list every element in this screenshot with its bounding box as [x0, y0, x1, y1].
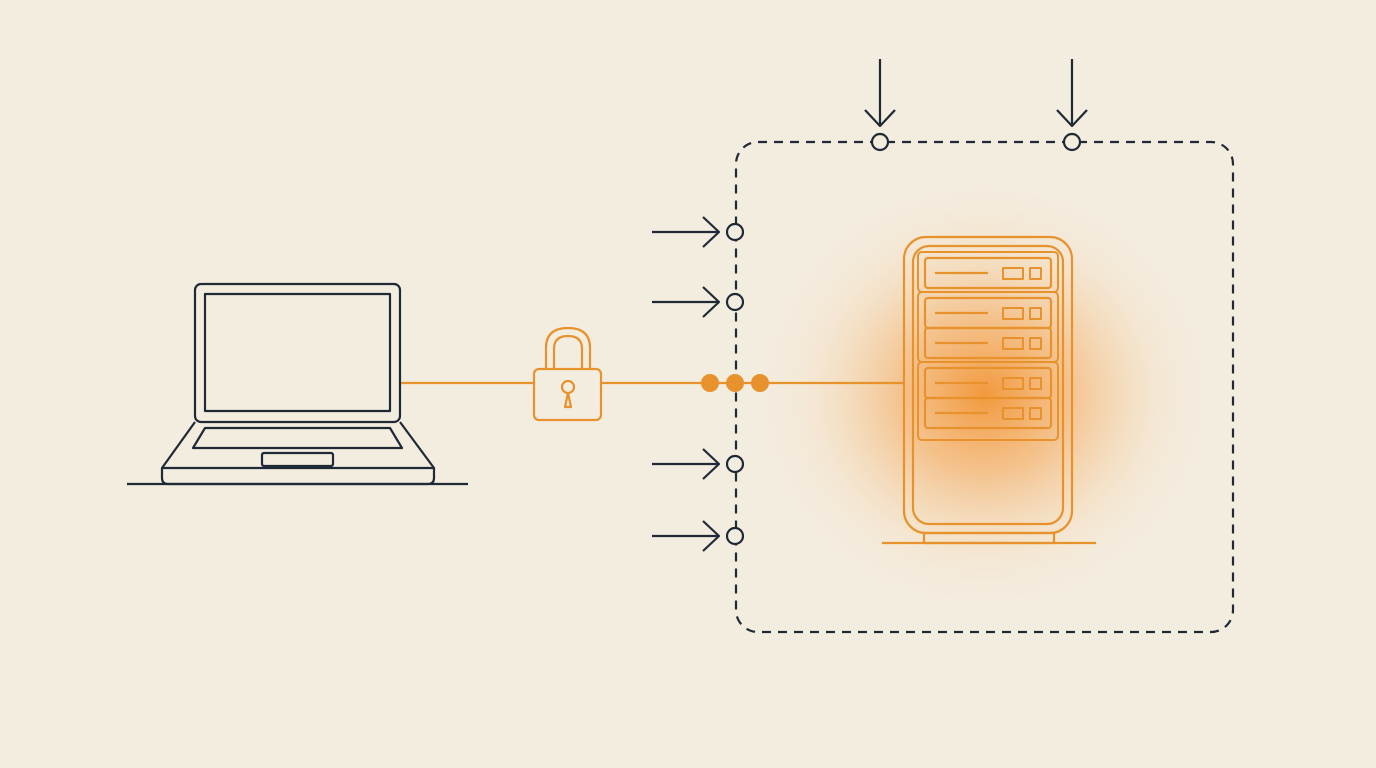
connection-dot: [726, 374, 744, 392]
server-unit-frame: [923, 256, 1053, 290]
port-circle: [870, 132, 890, 152]
server-unit-led: [1029, 407, 1042, 420]
arrow-head-icon: [1056, 109, 1088, 128]
server-unit-frame: [923, 396, 1053, 430]
port-circle: [725, 292, 745, 312]
server-rack-icon: [882, 235, 1096, 545]
connection-dot: [751, 374, 769, 392]
server-unit: [923, 326, 1053, 360]
inbound-port: [864, 59, 896, 152]
server-glow: [745, 170, 1225, 620]
inbound-port: [652, 520, 745, 552]
inbound-port: [652, 286, 745, 318]
inbound-port: [652, 216, 745, 248]
padlock-icon: [532, 326, 603, 422]
server-unit: [923, 396, 1053, 430]
rack-section: [917, 361, 1059, 441]
inbound-ports-left: [652, 216, 745, 552]
port-circle: [725, 222, 745, 242]
inbound-port: [1056, 59, 1088, 152]
port-circle: [725, 454, 745, 474]
server-unit-led: [1029, 377, 1042, 390]
inbound-ports-top: [864, 59, 1088, 152]
server-unit-led: [1002, 337, 1024, 350]
inbound-port: [652, 448, 745, 480]
server-unit-led: [1002, 307, 1024, 320]
server-unit-led: [1002, 407, 1024, 420]
laptop-icon: [127, 282, 468, 486]
server-unit-led: [1029, 267, 1042, 280]
arrow-head-icon: [702, 216, 721, 248]
security-boundary: [734, 140, 1235, 634]
connection-dots: [701, 374, 769, 392]
server-unit-led: [1029, 337, 1042, 350]
server-unit-led: [1029, 307, 1042, 320]
server-unit: [923, 256, 1053, 290]
server-unit-frame: [923, 326, 1053, 360]
port-circle: [725, 526, 745, 546]
port-circle: [1062, 132, 1082, 152]
server-unit-led: [1002, 377, 1024, 390]
arrow-head-icon: [864, 109, 896, 128]
server-unit-led: [1002, 267, 1024, 280]
arrow-head-icon: [702, 286, 721, 318]
connection-dot: [701, 374, 719, 392]
arrow-head-icon: [702, 520, 721, 552]
arrow-head-icon: [702, 448, 721, 480]
